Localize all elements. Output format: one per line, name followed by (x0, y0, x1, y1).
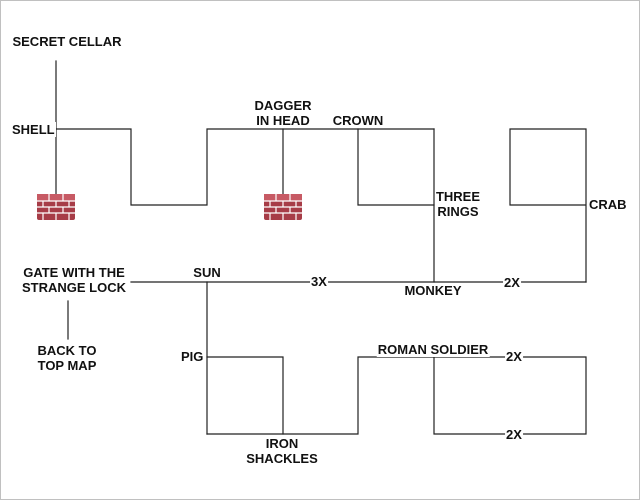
repeat-2x-label: 2X (505, 427, 523, 442)
location-dagger-in-head: DAGGER IN HEAD (253, 98, 313, 128)
path-crown-loop (357, 128, 435, 206)
location-three-rings: THREE RINGS (434, 189, 482, 219)
location-sun: SUN (192, 265, 222, 280)
path-crab-loop (509, 128, 587, 283)
location-crown: CROWN (331, 113, 385, 128)
brick-wall-icon (264, 194, 302, 220)
gate-strange-lock-link[interactable]: GATE WITH THE STRANGE LOCK (21, 265, 127, 295)
repeat-2x-label: 2X (503, 275, 521, 290)
repeat-3x-label: 3X (310, 274, 328, 289)
location-monkey: MONKEY (403, 283, 463, 298)
repeat-2x-label: 2X (505, 349, 523, 364)
location-crab: CRAB (588, 197, 628, 212)
location-pig: PIG (180, 349, 205, 364)
brick-wall-icon (37, 194, 75, 220)
path-pig-loop (206, 356, 284, 435)
location-iron-shackles: IRON SHACKLES (245, 436, 319, 466)
back-to-top-map-link[interactable]: BACK TO TOP MAP (36, 343, 98, 373)
location-roman-soldier: ROMAN SOLDIER (376, 342, 490, 357)
location-shell: SHELL (11, 122, 56, 137)
path-shell-wiggle (55, 128, 435, 206)
secret-cellar-link[interactable]: SECRET CELLAR (11, 34, 123, 49)
path-lower-corridor (206, 356, 587, 435)
